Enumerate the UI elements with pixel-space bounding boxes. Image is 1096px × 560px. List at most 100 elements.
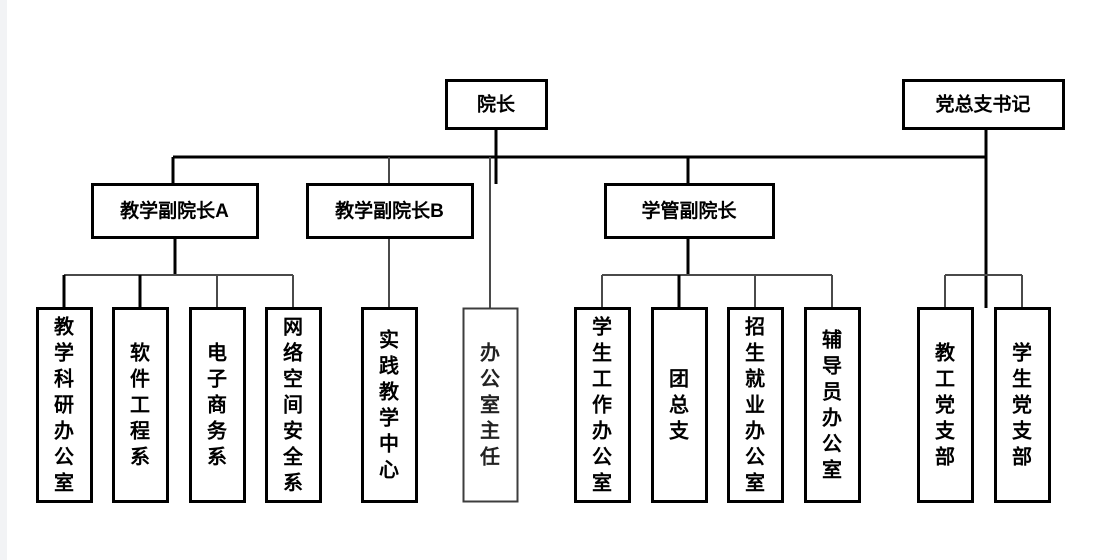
node-label-char: 室 xyxy=(54,471,74,495)
node-label-char: 室 xyxy=(592,471,612,495)
node-label-char: 研 xyxy=(54,395,74,417)
node-label-char: 子 xyxy=(207,369,227,391)
node-label-char: 招 xyxy=(745,316,765,339)
node-label: 学管副院长 xyxy=(641,199,737,222)
node-label-char: 践 xyxy=(379,354,399,378)
node-label-char: 部 xyxy=(1012,445,1032,469)
node-label-char: 学 xyxy=(54,341,74,365)
node-label-char: 辅 xyxy=(822,328,842,352)
connector-layer xyxy=(62,128,1023,308)
node-label-char: 系 xyxy=(207,446,227,469)
node-box xyxy=(994,307,1051,503)
node-vice-dean-teaching-a[interactable]: 教学副院长A xyxy=(91,183,259,239)
node-label-char: 室 xyxy=(822,458,842,482)
node-label-char: 电 xyxy=(207,342,227,365)
node-label-char: 教 xyxy=(935,341,956,365)
node-box xyxy=(445,79,548,130)
node-label-char: 公 xyxy=(480,368,500,391)
node-vice-dean-teaching-b[interactable]: 教学副院长B xyxy=(306,183,474,239)
node-label: 教学副院长B xyxy=(335,199,444,222)
node-label-char: 生 xyxy=(1012,368,1032,391)
node-label-char: 就 xyxy=(745,367,765,391)
node-label-char: 网 xyxy=(283,317,303,339)
node-box xyxy=(462,307,519,503)
node-label-char: 党 xyxy=(935,393,955,417)
node-label-char: 工 xyxy=(935,369,955,391)
node-label-char: 安 xyxy=(283,419,303,443)
node-label-char: 办 xyxy=(592,419,612,443)
node-label-char: 室 xyxy=(480,393,500,417)
node-label-char: 办 xyxy=(54,419,74,443)
node-box xyxy=(727,307,784,503)
node-label-char: 工 xyxy=(130,395,150,417)
node-label-char: 学 xyxy=(592,315,612,339)
node-label-char: 空 xyxy=(283,367,303,391)
node-label-char: 团 xyxy=(669,368,689,391)
node-dean[interactable]: 院长 xyxy=(445,79,548,130)
node-label-char: 全 xyxy=(282,445,304,469)
node-box xyxy=(361,307,418,503)
node-label-char: 商 xyxy=(207,393,227,417)
node-label-char: 公 xyxy=(54,446,74,469)
node-label: 教学副院长A xyxy=(120,199,229,222)
node-label-char: 实 xyxy=(379,328,399,352)
node-label-char: 公 xyxy=(822,433,842,456)
node-label-char: 工 xyxy=(592,369,612,391)
node-label-char: 生 xyxy=(592,342,612,365)
node-box xyxy=(651,307,708,503)
node-label-char: 支 xyxy=(935,419,956,443)
node-box xyxy=(36,307,93,503)
node-box xyxy=(265,307,322,503)
node-label-char: 室 xyxy=(745,471,765,495)
node-youth-league-branch[interactable]: 团总支 xyxy=(651,307,708,503)
node-box xyxy=(189,307,246,503)
node-label: 院长 xyxy=(477,93,516,116)
node-label-char: 学 xyxy=(1012,341,1032,365)
node-label-char: 作 xyxy=(592,393,612,417)
node-label-char: 间 xyxy=(283,394,303,417)
node-label-char: 党 xyxy=(1012,393,1032,417)
node-label-char: 学 xyxy=(379,406,399,430)
node-vice-dean-student[interactable]: 学管副院长 xyxy=(604,183,775,239)
node-label-char: 络 xyxy=(283,341,303,365)
node-label-char: 中 xyxy=(379,432,399,456)
node-label-char: 办 xyxy=(480,341,500,365)
node-box xyxy=(306,183,474,239)
node-label-char: 部 xyxy=(935,445,955,469)
node-label-char: 业 xyxy=(745,394,765,417)
node-box xyxy=(902,79,1065,130)
node-label-char: 心 xyxy=(379,459,399,482)
node-label-char: 办 xyxy=(745,419,765,443)
node-label-char: 导 xyxy=(822,355,842,378)
node-label-char: 支 xyxy=(669,419,690,443)
node-label-char: 教 xyxy=(54,315,75,339)
node-box xyxy=(917,307,974,503)
node-label-char: 务 xyxy=(207,419,228,443)
node-label-char: 系 xyxy=(130,446,150,469)
node-box xyxy=(604,183,775,239)
node-label-char: 软 xyxy=(130,341,150,365)
node-label-char: 总 xyxy=(669,393,689,417)
node-box xyxy=(574,307,631,503)
node-label-char: 公 xyxy=(745,446,765,469)
node-label-char: 件 xyxy=(130,367,150,391)
node-label-char: 公 xyxy=(592,446,612,469)
node-label-char: 教 xyxy=(379,380,400,404)
node-box xyxy=(91,183,259,239)
node-party-secretary[interactable]: 党总支书记 xyxy=(902,79,1065,130)
node-label-char: 生 xyxy=(745,342,765,365)
